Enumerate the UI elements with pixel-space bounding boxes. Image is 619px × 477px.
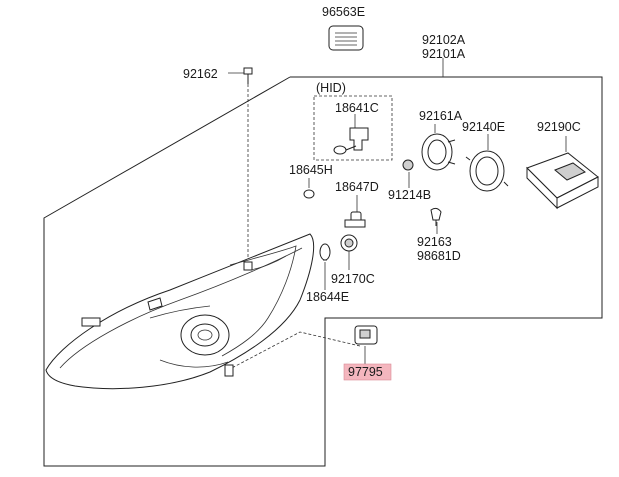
label-92163[interactable]: 92163	[417, 235, 452, 249]
hid-bulb-icon	[333, 127, 369, 155]
wedge-bulb-icon	[319, 243, 331, 261]
headlamp-housing-icon	[45, 233, 315, 390]
label-92162[interactable]: 92162	[183, 67, 218, 81]
label-18647D[interactable]: 18647D	[335, 180, 379, 194]
label-92161A[interactable]: 92161A	[419, 109, 463, 123]
retainer-ring-icon	[421, 133, 456, 171]
label-91214B[interactable]: 91214B	[388, 188, 431, 202]
dust-cap-icon	[465, 150, 509, 192]
label-92101A[interactable]: 92101A	[422, 47, 466, 61]
highlight-97795	[343, 363, 392, 381]
hid-group-box	[313, 95, 393, 161]
bulb-socket-icon	[340, 234, 358, 252]
assembly-outline	[43, 76, 603, 467]
leveling-actuator-icon	[354, 325, 378, 345]
screw-icon	[243, 67, 253, 84]
bulb-icon	[344, 211, 366, 228]
label-92190C[interactable]: 92190C	[537, 120, 581, 134]
small-bulb-icon	[303, 189, 315, 199]
socket-clip-icon	[430, 207, 442, 226]
label-92140E[interactable]: 92140E	[462, 120, 505, 134]
leader-lines	[227, 58, 567, 371]
cover-cap-icon	[328, 25, 364, 51]
label-18641C[interactable]: 18641C	[335, 101, 379, 115]
label-hid: (HID)	[316, 81, 346, 95]
label-92170C[interactable]: 92170C	[331, 272, 375, 286]
ballast-module-icon	[526, 152, 599, 210]
grommet-icon	[402, 159, 414, 171]
label-98681D[interactable]: 98681D	[417, 249, 461, 263]
label-97795[interactable]: 97795	[348, 365, 383, 379]
label-92102A[interactable]: 92102A	[422, 33, 466, 47]
label-18645H[interactable]: 18645H	[289, 163, 333, 177]
label-18644E[interactable]: 18644E	[306, 290, 349, 304]
label-96563E[interactable]: 96563E	[322, 5, 365, 19]
